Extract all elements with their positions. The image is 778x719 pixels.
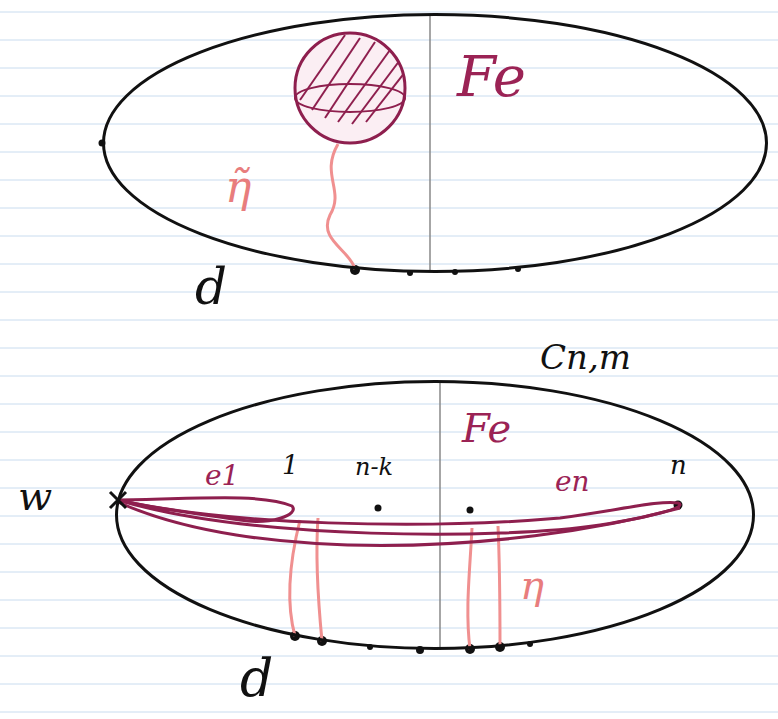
- region-heading: Cn,m: [540, 340, 631, 374]
- d-label: d: [240, 652, 273, 704]
- d-label: d: [195, 262, 227, 312]
- ellipse-outline: [102, 13, 768, 273]
- region-ellipse: Cn,mFe: [115, 380, 755, 650]
- edge-label: en: [555, 468, 590, 496]
- point-label: n-k: [355, 455, 393, 479]
- edge-label: e1: [205, 462, 239, 490]
- region-label: Fe: [457, 49, 526, 105]
- region-ellipse: Fe: [102, 13, 768, 273]
- region-label: Fe: [462, 408, 511, 448]
- point-label: n: [670, 452, 687, 478]
- eta-tilde-label: η̃: [225, 165, 251, 209]
- w-label: w: [18, 476, 52, 516]
- point-label: 1: [282, 452, 299, 478]
- eta-label: η: [520, 565, 544, 605]
- ellipse-outline: [115, 380, 755, 650]
